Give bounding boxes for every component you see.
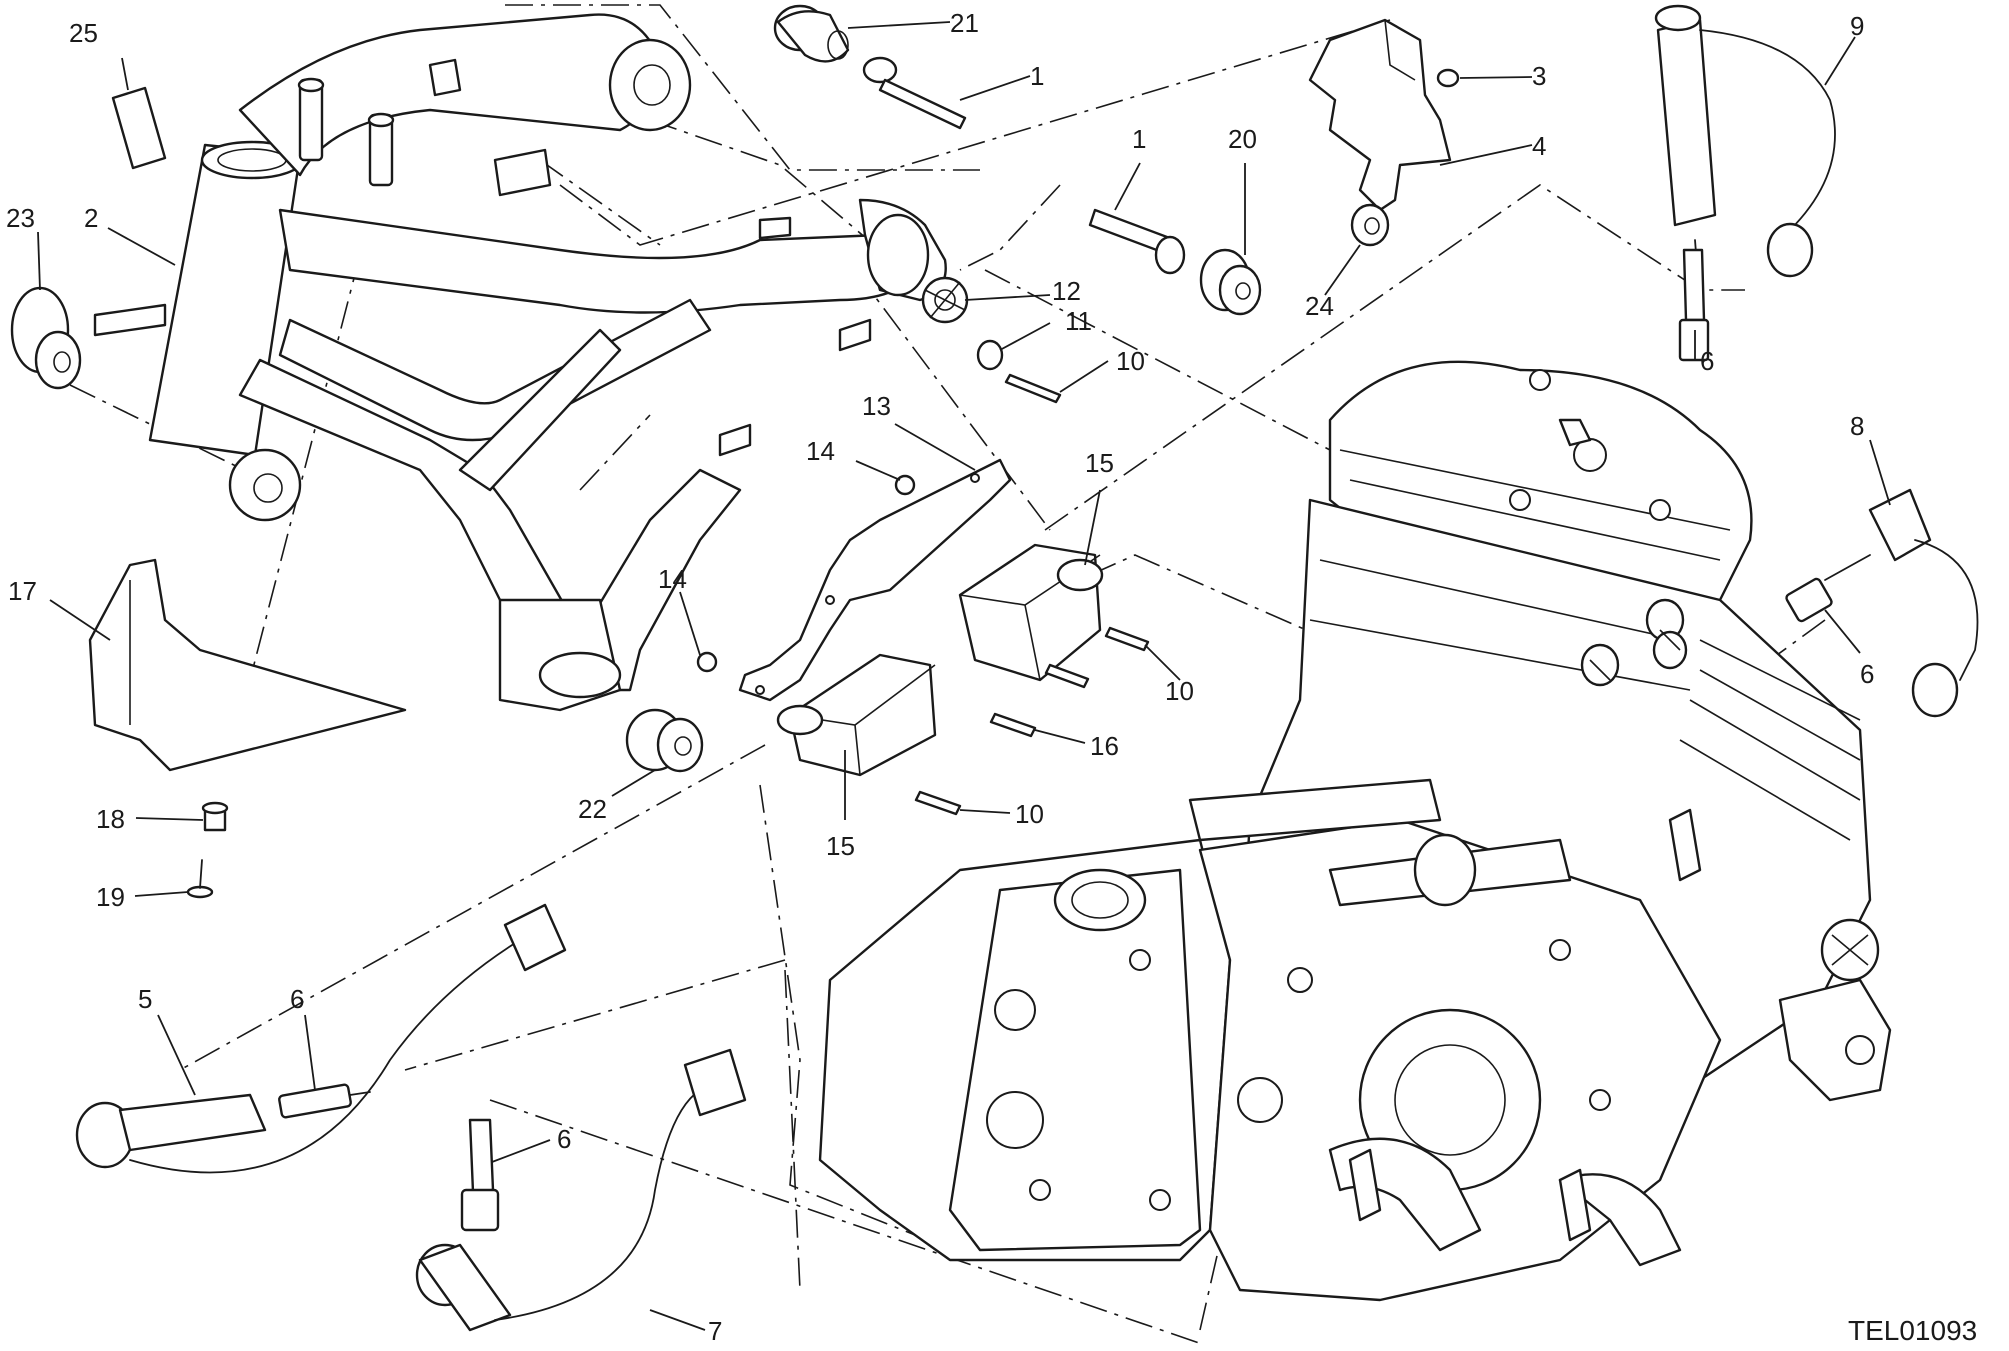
bracket-part-4 — [1308, 18, 1452, 212]
callout-15-upper: 15 — [1085, 448, 1114, 478]
spark-plug-part-6-top — [1678, 248, 1710, 362]
frame-part-2 — [93, 13, 947, 712]
callout-2: 2 — [84, 203, 98, 233]
callout-18: 18 — [96, 804, 125, 834]
callout-1-mid: 1 — [1132, 124, 1146, 154]
grommet-part-23 — [10, 286, 82, 390]
side-cover-part-17 — [88, 558, 407, 772]
grommet-part-22 — [625, 708, 704, 773]
callout-13: 13 — [862, 391, 891, 421]
bracket-plate-part-13 — [738, 458, 1012, 702]
nut-part-14-b — [696, 651, 718, 673]
clip-part-18 — [201, 801, 229, 832]
callout-3: 3 — [1532, 61, 1546, 91]
washer-part-11 — [976, 339, 1004, 371]
callout-7: 7 — [708, 1316, 722, 1346]
spark-plug-part-6-left — [278, 1083, 371, 1119]
callout-21: 21 — [950, 8, 979, 38]
callout-10-b: 10 — [1165, 676, 1194, 706]
ignition-coil-part-15-lower — [776, 653, 937, 777]
callout-20: 20 — [1228, 124, 1257, 154]
plug-cap-part-8 — [1868, 488, 1979, 718]
callout-8: 8 — [1850, 411, 1864, 441]
engine-assembly — [818, 360, 1892, 1302]
screw-part-10-a — [1004, 373, 1062, 404]
screw-part-10-c — [1044, 663, 1090, 689]
callout-1-top: 1 — [1030, 61, 1044, 91]
spark-plug-part-6-bottom — [460, 1118, 500, 1232]
callout-11: 11 — [1065, 306, 1092, 336]
callout-14-a: 14 — [806, 436, 835, 466]
callout-17: 17 — [8, 576, 37, 606]
callout-6-bottom: 6 — [557, 1124, 571, 1154]
callout-22: 22 — [578, 794, 607, 824]
plug-cap-part-7 — [415, 1048, 747, 1332]
callout-6-left: 6 — [290, 984, 304, 1014]
pin-part-19 — [186, 859, 214, 899]
drawing-code: TEL01093 — [1848, 1315, 1977, 1346]
plug-cap-part-5 — [75, 903, 567, 1174]
callout-25: 25 — [69, 18, 98, 48]
callout-19: 19 — [96, 882, 125, 912]
callout-5: 5 — [138, 984, 152, 1014]
callout-10-a: 10 — [1116, 346, 1145, 376]
callout-15-lower: 15 — [826, 831, 855, 861]
callout-24: 24 — [1305, 291, 1334, 321]
grommet-part-20 — [1199, 248, 1262, 316]
screw-part-10-d — [914, 790, 962, 816]
sticker-part-25 — [111, 86, 167, 170]
screw-part-1-top — [862, 56, 967, 130]
gear-part-12 — [921, 276, 969, 324]
spark-plug-part-6-right — [1785, 554, 1871, 623]
grommet-part-21 — [773, 4, 850, 63]
screw-part-3 — [1436, 68, 1460, 88]
callout-10-c: 10 — [1015, 799, 1044, 829]
nut-part-14-a — [894, 474, 916, 496]
screw-part-10-b — [1104, 626, 1150, 652]
callout-16: 16 — [1090, 731, 1119, 761]
plug-cap-part-9 — [1654, 4, 1836, 306]
callout-9: 9 — [1850, 11, 1864, 41]
ignition-coil-part-15-upper — [958, 543, 1104, 682]
callout-6-top: 6 — [1700, 346, 1714, 376]
callout-12: 12 — [1052, 276, 1081, 306]
screw-part-16 — [989, 712, 1037, 738]
callout-labels: 25 23 2 21 1 1 20 3 4 24 9 6 12 11 10 13… — [6, 8, 1977, 1346]
callout-4: 4 — [1532, 131, 1546, 161]
callout-6-right: 6 — [1860, 659, 1874, 689]
grommet-part-24 — [1350, 203, 1390, 247]
screw-part-1-mid — [1088, 208, 1186, 275]
callout-23: 23 — [6, 203, 35, 233]
callout-14-b: 14 — [658, 564, 687, 594]
leader-lines — [37, 21, 1891, 1331]
